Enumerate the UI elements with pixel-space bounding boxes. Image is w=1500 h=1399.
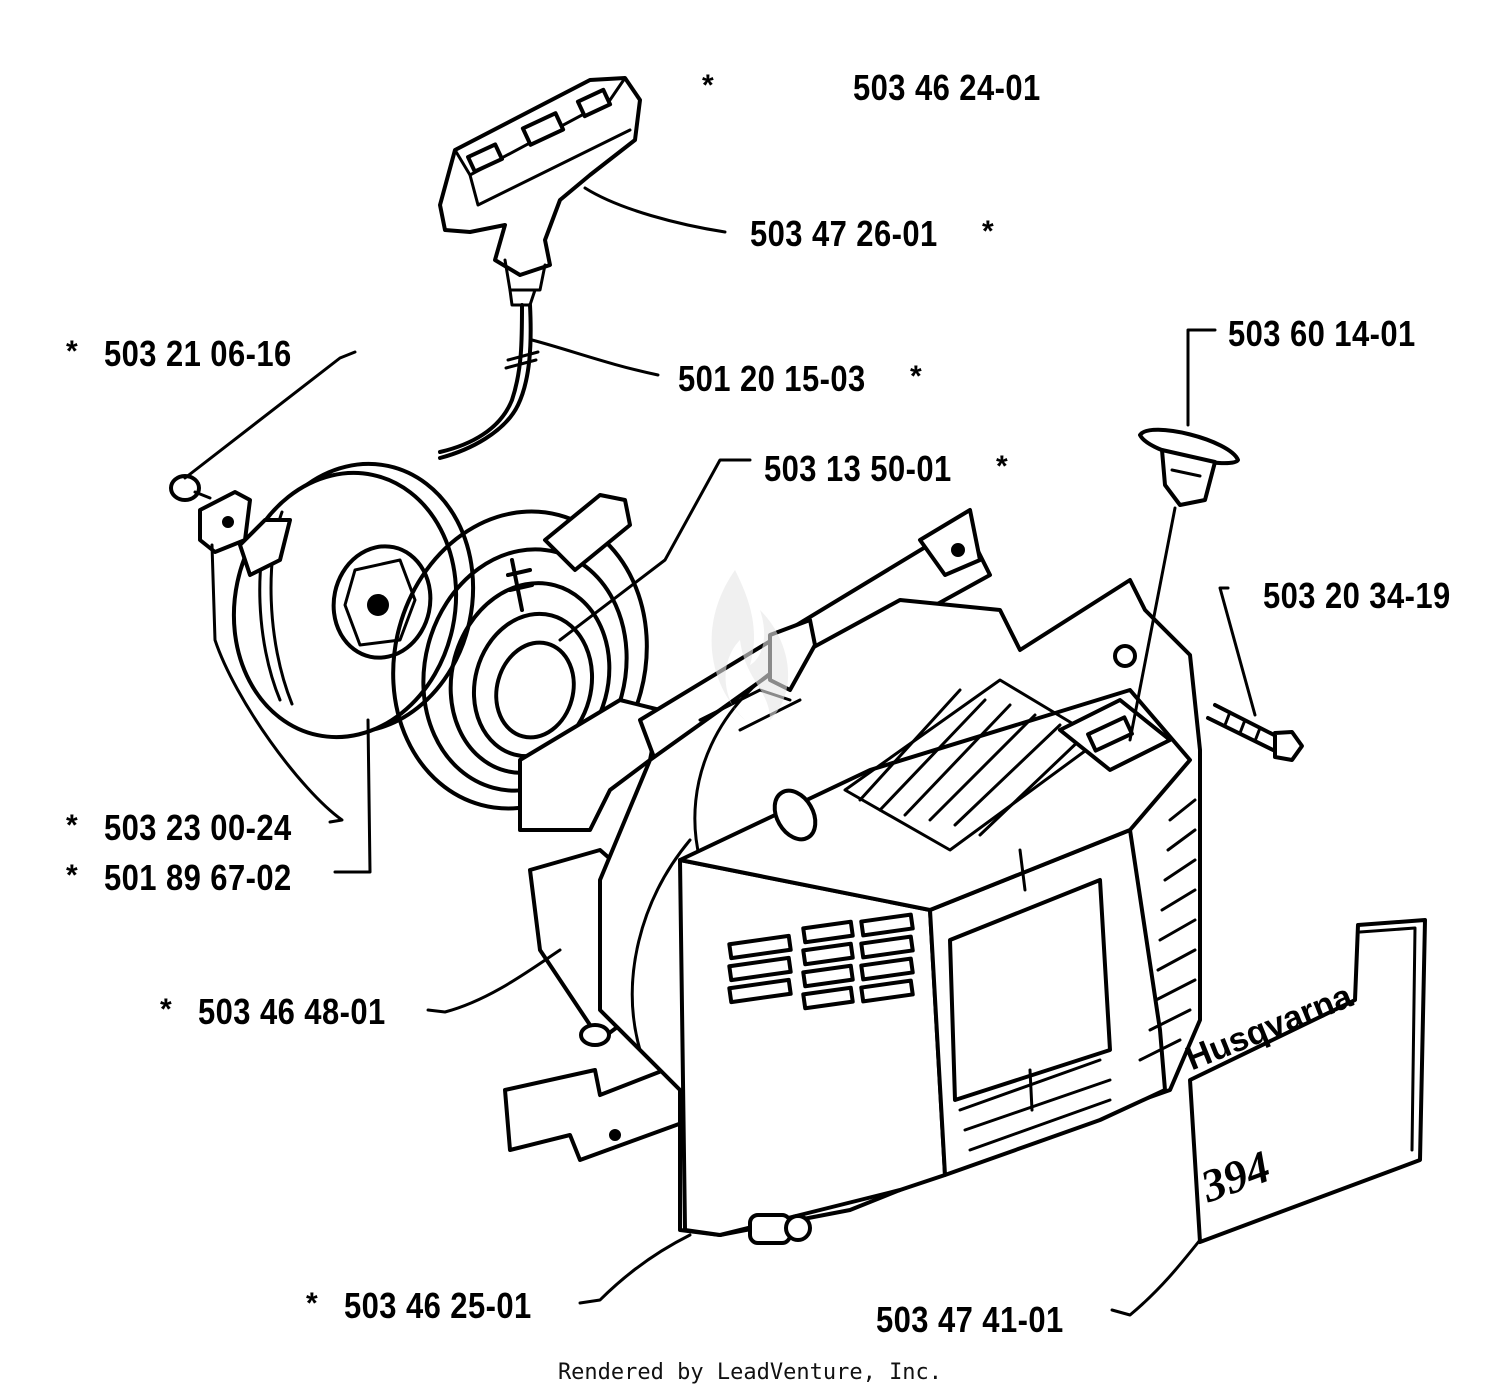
part-star-p1: *: [702, 69, 714, 102]
part-number-label: 503 47 41-01: [876, 1299, 1064, 1340]
part-star-p3: *: [66, 335, 78, 368]
part-number-label: 503 46 24-01: [853, 67, 1041, 108]
part-star-p11: *: [306, 1287, 318, 1320]
starter-rope-part: [438, 303, 540, 460]
rewind-spring-part: [391, 493, 649, 811]
render-credit: Rendered by LeadVenture, Inc.: [557, 1360, 943, 1385]
part-star-p4: *: [910, 360, 922, 393]
part-number-label: 503 20 34-19: [1263, 575, 1451, 616]
part-star-p6: *: [996, 450, 1008, 483]
part-star-p2: *: [982, 215, 994, 248]
part-number-label: 503 46 25-01: [344, 1285, 532, 1326]
starter-pulley-part: [231, 461, 476, 740]
part-number-label: 503 60 14-01: [1228, 313, 1416, 354]
grommet-part: [1138, 427, 1240, 507]
part-number-label: 503 47 26-01: [750, 213, 938, 254]
leader-lines: [183, 186, 1257, 1317]
starter-handle-part: [438, 76, 642, 307]
part-star-p10: *: [160, 993, 172, 1026]
part-number-label: 503 21 06-16: [104, 333, 292, 374]
part-number-label: 501 89 67-02: [104, 857, 292, 898]
part-star-p8: *: [66, 809, 78, 842]
part-number-label: 503 13 50-01: [764, 448, 952, 489]
starter-housing-part: [503, 508, 1202, 1245]
housing-screw-part: [1206, 703, 1304, 762]
screw-and-washer-part: [169, 474, 252, 554]
part-star-p9: *: [66, 859, 78, 892]
part-number-label: 503 23 00-24: [104, 807, 292, 848]
part-number-label: 501 20 15-03: [678, 358, 866, 399]
part-number-label: 503 46 48-01: [198, 991, 386, 1032]
